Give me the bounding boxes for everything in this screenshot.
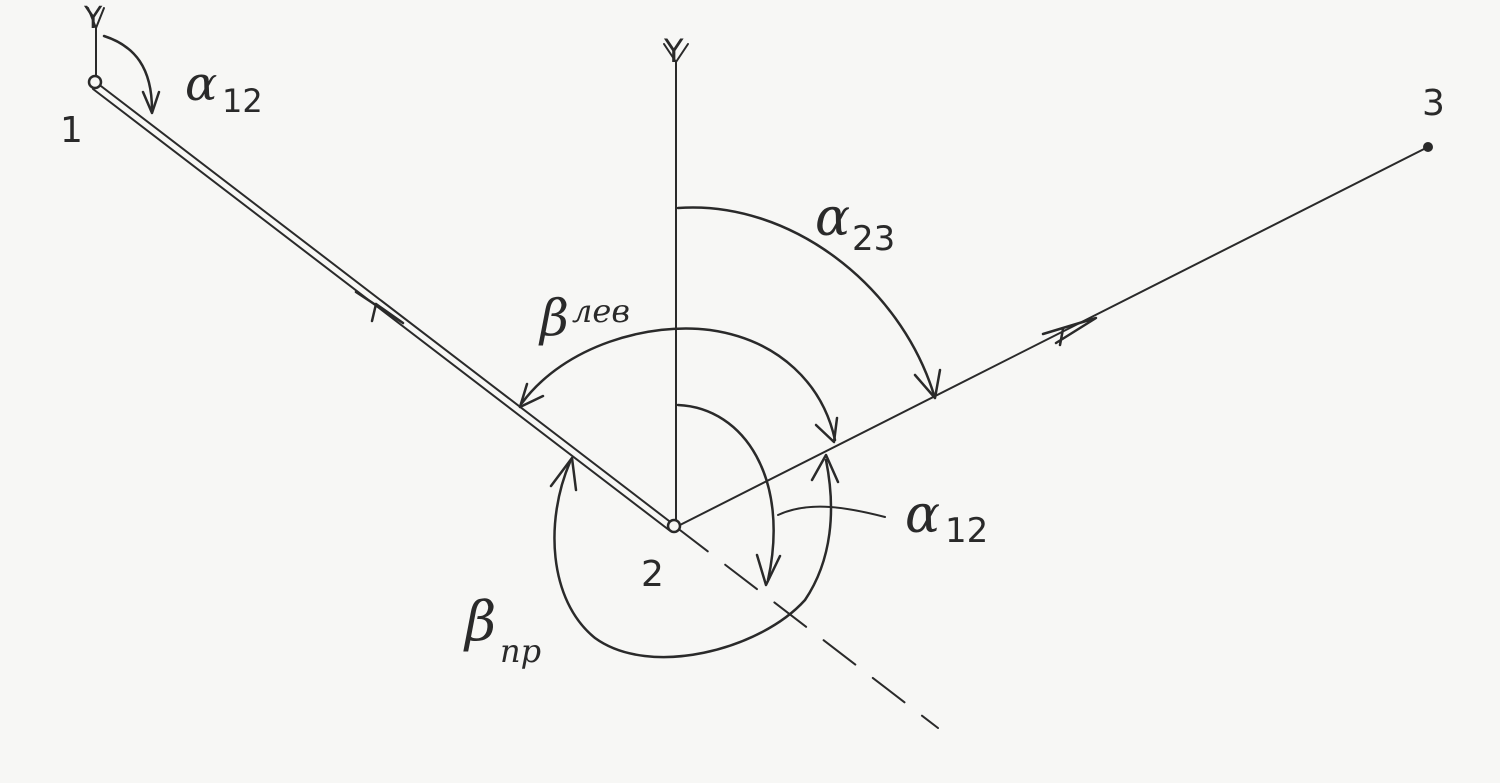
angle-label-alpha12-point-2-sub: 12 bbox=[945, 511, 988, 551]
angle-arc-beta-right bbox=[553, 458, 833, 659]
line-2-3 bbox=[675, 146, 1429, 528]
angle-arc-alpha12-point-2 bbox=[676, 403, 775, 582]
angle-arc-beta-left bbox=[520, 327, 837, 442]
angle-label-beta-right: β bbox=[463, 590, 496, 653]
angle-arrow-alpha12-point-1 bbox=[141, 90, 161, 115]
direction-arrow-2-3 bbox=[1041, 316, 1098, 347]
angle-label-alpha23-sub: 23 bbox=[852, 219, 895, 259]
point-label-3: 3 bbox=[1422, 83, 1445, 124]
point-3-marker bbox=[1423, 142, 1433, 152]
direction-arrow-1-2 bbox=[354, 290, 405, 325]
angle-label-beta-right-sub: пр bbox=[500, 632, 541, 670]
angle-arrow-alpha12-point-2 bbox=[755, 553, 782, 587]
point-2-marker bbox=[666, 518, 682, 534]
angle-label-alpha12-point-1: α bbox=[185, 56, 217, 112]
angle-arc-alpha12-point-1 bbox=[102, 34, 154, 112]
point-1-marker bbox=[87, 74, 103, 90]
angle-label-beta-left: β bbox=[538, 289, 569, 347]
line-1-2-extension bbox=[675, 526, 939, 729]
point-label-2: 2 bbox=[641, 554, 664, 595]
y-axis-text-2: Y bbox=[663, 32, 684, 70]
y-axis-text-1: Y bbox=[83, 1, 103, 36]
angle-arrow-beta-right-end2 bbox=[810, 453, 840, 484]
point-label-1: 1 bbox=[60, 110, 83, 151]
y-axis-point-2 bbox=[663, 43, 689, 526]
angle-arrow-alpha23 bbox=[913, 368, 942, 400]
angle-label-beta-left-sub: лев bbox=[572, 292, 630, 330]
angle-arrow-beta-right-end1 bbox=[549, 456, 578, 492]
angle-label-alpha12-point-1-sub: 12 bbox=[222, 82, 263, 120]
angle-label-alpha23: α bbox=[815, 188, 850, 248]
y-axis-point-1 bbox=[87, 7, 105, 77]
angle-arrow-beta-left-end1 bbox=[518, 382, 545, 409]
angle-arc-alpha23 bbox=[676, 206, 936, 397]
angle-label-alpha12-point-2: α bbox=[905, 485, 940, 545]
angle-arrow-beta-left-end2 bbox=[814, 416, 839, 444]
